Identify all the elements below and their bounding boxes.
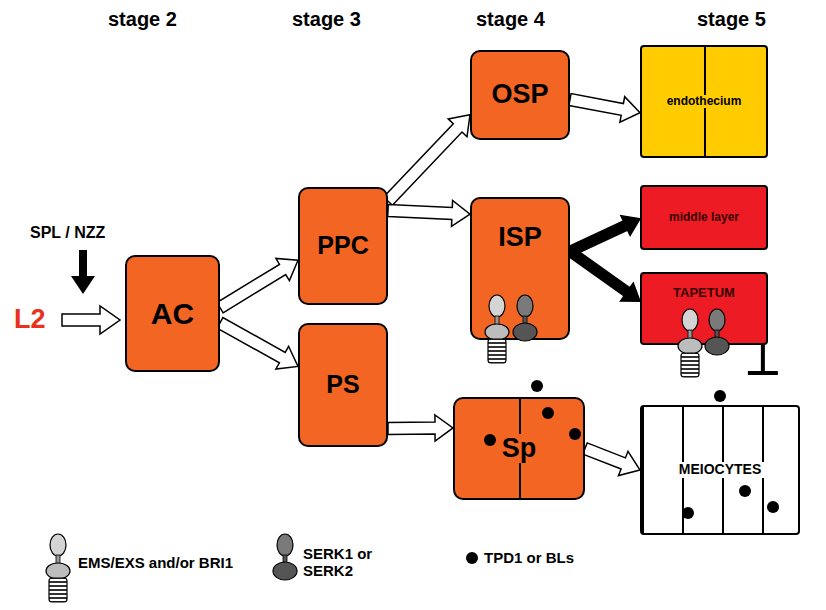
cell-layer-box: middle layer — [640, 185, 768, 250]
cell-layer-box: TAPETUM — [640, 272, 768, 345]
spl-arrow — [71, 250, 95, 294]
cell-label: TAPETUM — [673, 286, 735, 300]
hollow-arrow — [583, 443, 640, 476]
serk-symbol — [705, 309, 729, 355]
ligand-dot — [767, 501, 779, 513]
cell-label: PS — [326, 371, 359, 399]
serk-symbol — [513, 295, 537, 341]
ligand-dot — [542, 407, 554, 419]
hollow-arrow — [388, 200, 470, 226]
ligand-dot — [569, 428, 581, 440]
legend-text: SERK1 or SERK2 — [303, 545, 413, 580]
ligand-dot — [682, 507, 694, 519]
solid-arrow — [567, 247, 640, 301]
hollow-arrow — [388, 415, 453, 441]
ligand-legend-dot — [466, 552, 478, 564]
cell-label: middle layer — [669, 211, 739, 224]
cell-box: PPC — [298, 187, 388, 305]
ligand-dot — [484, 434, 496, 446]
cell-label: AC — [151, 297, 194, 330]
hollow-arrow — [384, 115, 470, 206]
cell-label: endothecium — [664, 95, 745, 108]
cell-layer-box: endothecium — [640, 45, 768, 158]
cell-box: OSP — [470, 50, 570, 140]
l2-arrow — [62, 306, 120, 334]
cell-box: ISP — [470, 197, 570, 340]
stage-label: stage 5 — [697, 8, 766, 31]
stage-label: stage 4 — [476, 8, 545, 31]
gene-label: SPL / NZZ — [30, 224, 105, 242]
stage-label: stage 2 — [108, 8, 177, 31]
cell-label: OSP — [491, 80, 548, 110]
ligand-dot — [714, 390, 726, 402]
cell-label: MEIOCYTES — [676, 462, 764, 477]
legend-text: TPD1 or BLs — [484, 549, 574, 566]
cell-box: PS — [298, 323, 388, 447]
solid-arrow — [568, 216, 640, 256]
receptor-symbol — [678, 309, 702, 377]
cell-box: Sp — [453, 397, 585, 500]
ligand-dot — [739, 485, 751, 497]
hollow-arrow — [217, 318, 298, 369]
ligand-dot — [531, 380, 543, 392]
serk-legend-symbol — [273, 534, 297, 580]
cell-label: PPC — [317, 232, 368, 260]
legend-text: EMS/EXS and/or BRI1 — [78, 554, 233, 571]
hollow-arrow — [217, 258, 298, 312]
cell-label: ISP — [498, 223, 542, 253]
cell-box: AC — [125, 255, 220, 372]
layer-label: L2 — [14, 304, 46, 335]
receptor-symbol — [485, 295, 509, 363]
meiocyte-cells: MEIOCYTES — [640, 405, 800, 535]
hollow-arrow — [569, 94, 640, 123]
receptor-legend-symbol — [46, 534, 70, 602]
stage-label: stage 3 — [292, 8, 361, 31]
cell-label: Sp — [499, 434, 540, 464]
inhibition-connector — [748, 345, 778, 373]
